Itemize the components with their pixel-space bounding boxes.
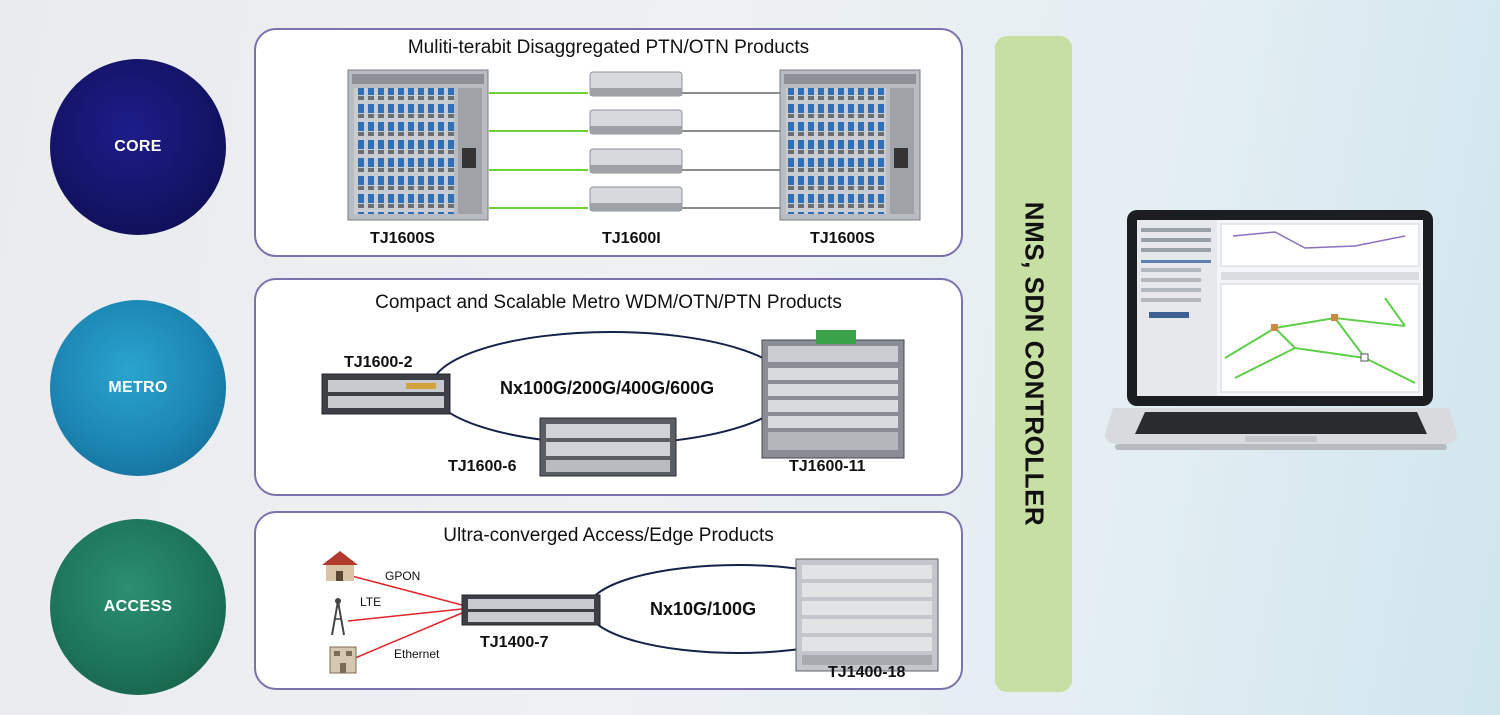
access-products-panel: Ultra-converged Access/Edge Products — [254, 511, 963, 690]
access-diagram — [322, 551, 939, 674]
tier-label-core: CORE — [114, 138, 162, 155]
core-green-links — [489, 92, 588, 209]
access-panel-title: Ultra-converged Access/Edge Products — [443, 525, 774, 546]
tj1400-7-device-image — [461, 594, 601, 626]
access-device-b-label: TJ1400-18 — [828, 664, 906, 681]
core-products-panel: Muliti-terabit Disaggregated PTN/OTN Pro… — [254, 28, 963, 257]
house-icon — [322, 551, 358, 581]
tj1400-18-device-image — [795, 558, 939, 672]
core-left-device-label: TJ1600S — [370, 230, 435, 247]
laptop-nms-screen-image — [1105, 210, 1457, 450]
metro-panel-title: Compact and Scalable Metro WDM/OTN/PTN P… — [375, 292, 842, 313]
access-device-a-label: TJ1400-7 — [480, 634, 549, 651]
tj1600-6-device-image — [539, 417, 677, 477]
tier-label-metro: METRO — [108, 379, 168, 396]
metro-device-b-label: TJ1600-6 — [448, 458, 517, 475]
access-ring-label: Nx10G/100G — [650, 599, 757, 619]
core-panel-title: Muliti-terabit Disaggregated PTN/OTN Pro… — [407, 37, 810, 58]
access-gpon-label: GPON — [385, 569, 421, 583]
access-lte-label: LTE — [360, 595, 382, 609]
core-diagram — [347, 69, 921, 221]
core-gray-links — [680, 92, 780, 209]
controller-label: NMS, SDN CONTROLLER — [1019, 201, 1049, 527]
metro-diagram — [321, 330, 905, 477]
tj1600i-units-image — [589, 71, 683, 212]
tier-circle-access: ACCESS — [50, 519, 226, 695]
metro-device-a-label: TJ1600-2 — [344, 354, 413, 371]
tj1600-11-device-image — [761, 330, 905, 459]
core-middle-device-label: TJ1600I — [602, 230, 661, 247]
access-ethernet-label: Ethernet — [394, 647, 440, 661]
tier-circle-metro: METRO — [50, 300, 226, 476]
tier-label-access: ACCESS — [103, 598, 173, 615]
cell-tower-icon — [331, 598, 345, 636]
core-right-device-label: TJ1600S — [810, 230, 875, 247]
nms-sdn-controller-bar: NMS, SDN CONTROLLER — [995, 36, 1072, 692]
metro-ring-label: Nx100G/200G/400G/600G — [500, 378, 715, 398]
tj1600-2-device-image — [321, 373, 451, 415]
tj1600s-right-chassis-image — [779, 69, 921, 221]
tier-circle-core: CORE — [50, 59, 226, 235]
metro-products-panel: Compact and Scalable Metro WDM/OTN/PTN P… — [254, 278, 963, 496]
tj1600s-left-chassis-image — [347, 69, 489, 221]
building-icon — [329, 646, 357, 674]
access-red-links — [347, 574, 463, 662]
metro-device-c-label: TJ1600-11 — [789, 458, 866, 475]
